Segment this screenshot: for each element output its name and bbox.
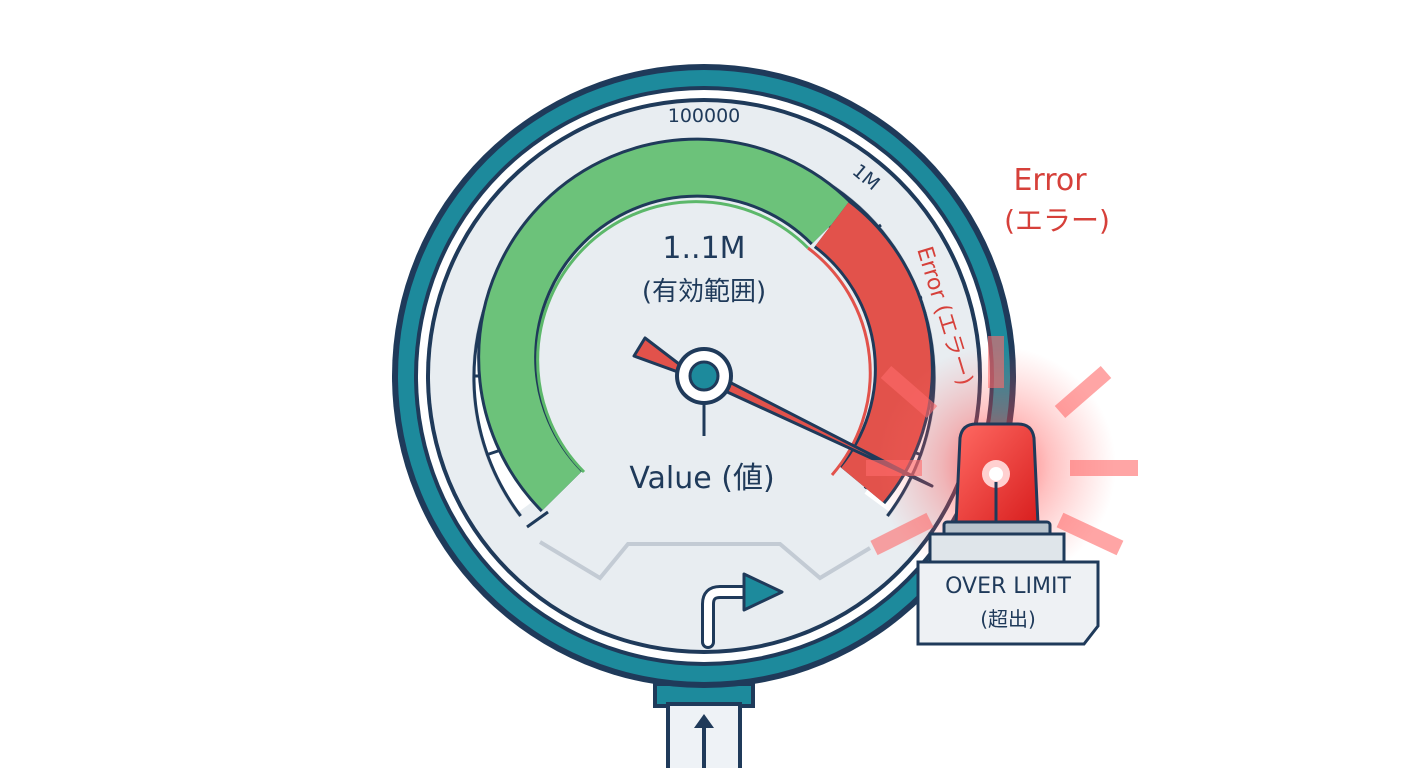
range-label-jp: (有効範囲) xyxy=(642,277,766,307)
gauge-lower-plate xyxy=(538,540,872,581)
value-label: Value (値) xyxy=(629,461,774,496)
inlet-pipe xyxy=(653,682,755,768)
external-error-label-jp: (エラー) xyxy=(1004,204,1110,237)
turn-right-arrow-icon xyxy=(701,572,784,649)
over-limit-label-jp: (超出) xyxy=(980,607,1036,631)
over-limit-sign: OVER LIMIT (超出) xyxy=(916,560,1100,646)
external-error-label: Error xyxy=(1013,163,1087,198)
valid-range-zone xyxy=(477,137,854,513)
range-label: 1..1M xyxy=(662,231,745,266)
over-limit-label: OVER LIMIT xyxy=(945,574,1071,599)
alarm-beacon-icon xyxy=(928,422,1066,564)
gauge-needle-icon xyxy=(632,336,934,488)
scale-label-100000: 100000 xyxy=(668,105,741,127)
up-arrow-icon xyxy=(694,714,714,768)
